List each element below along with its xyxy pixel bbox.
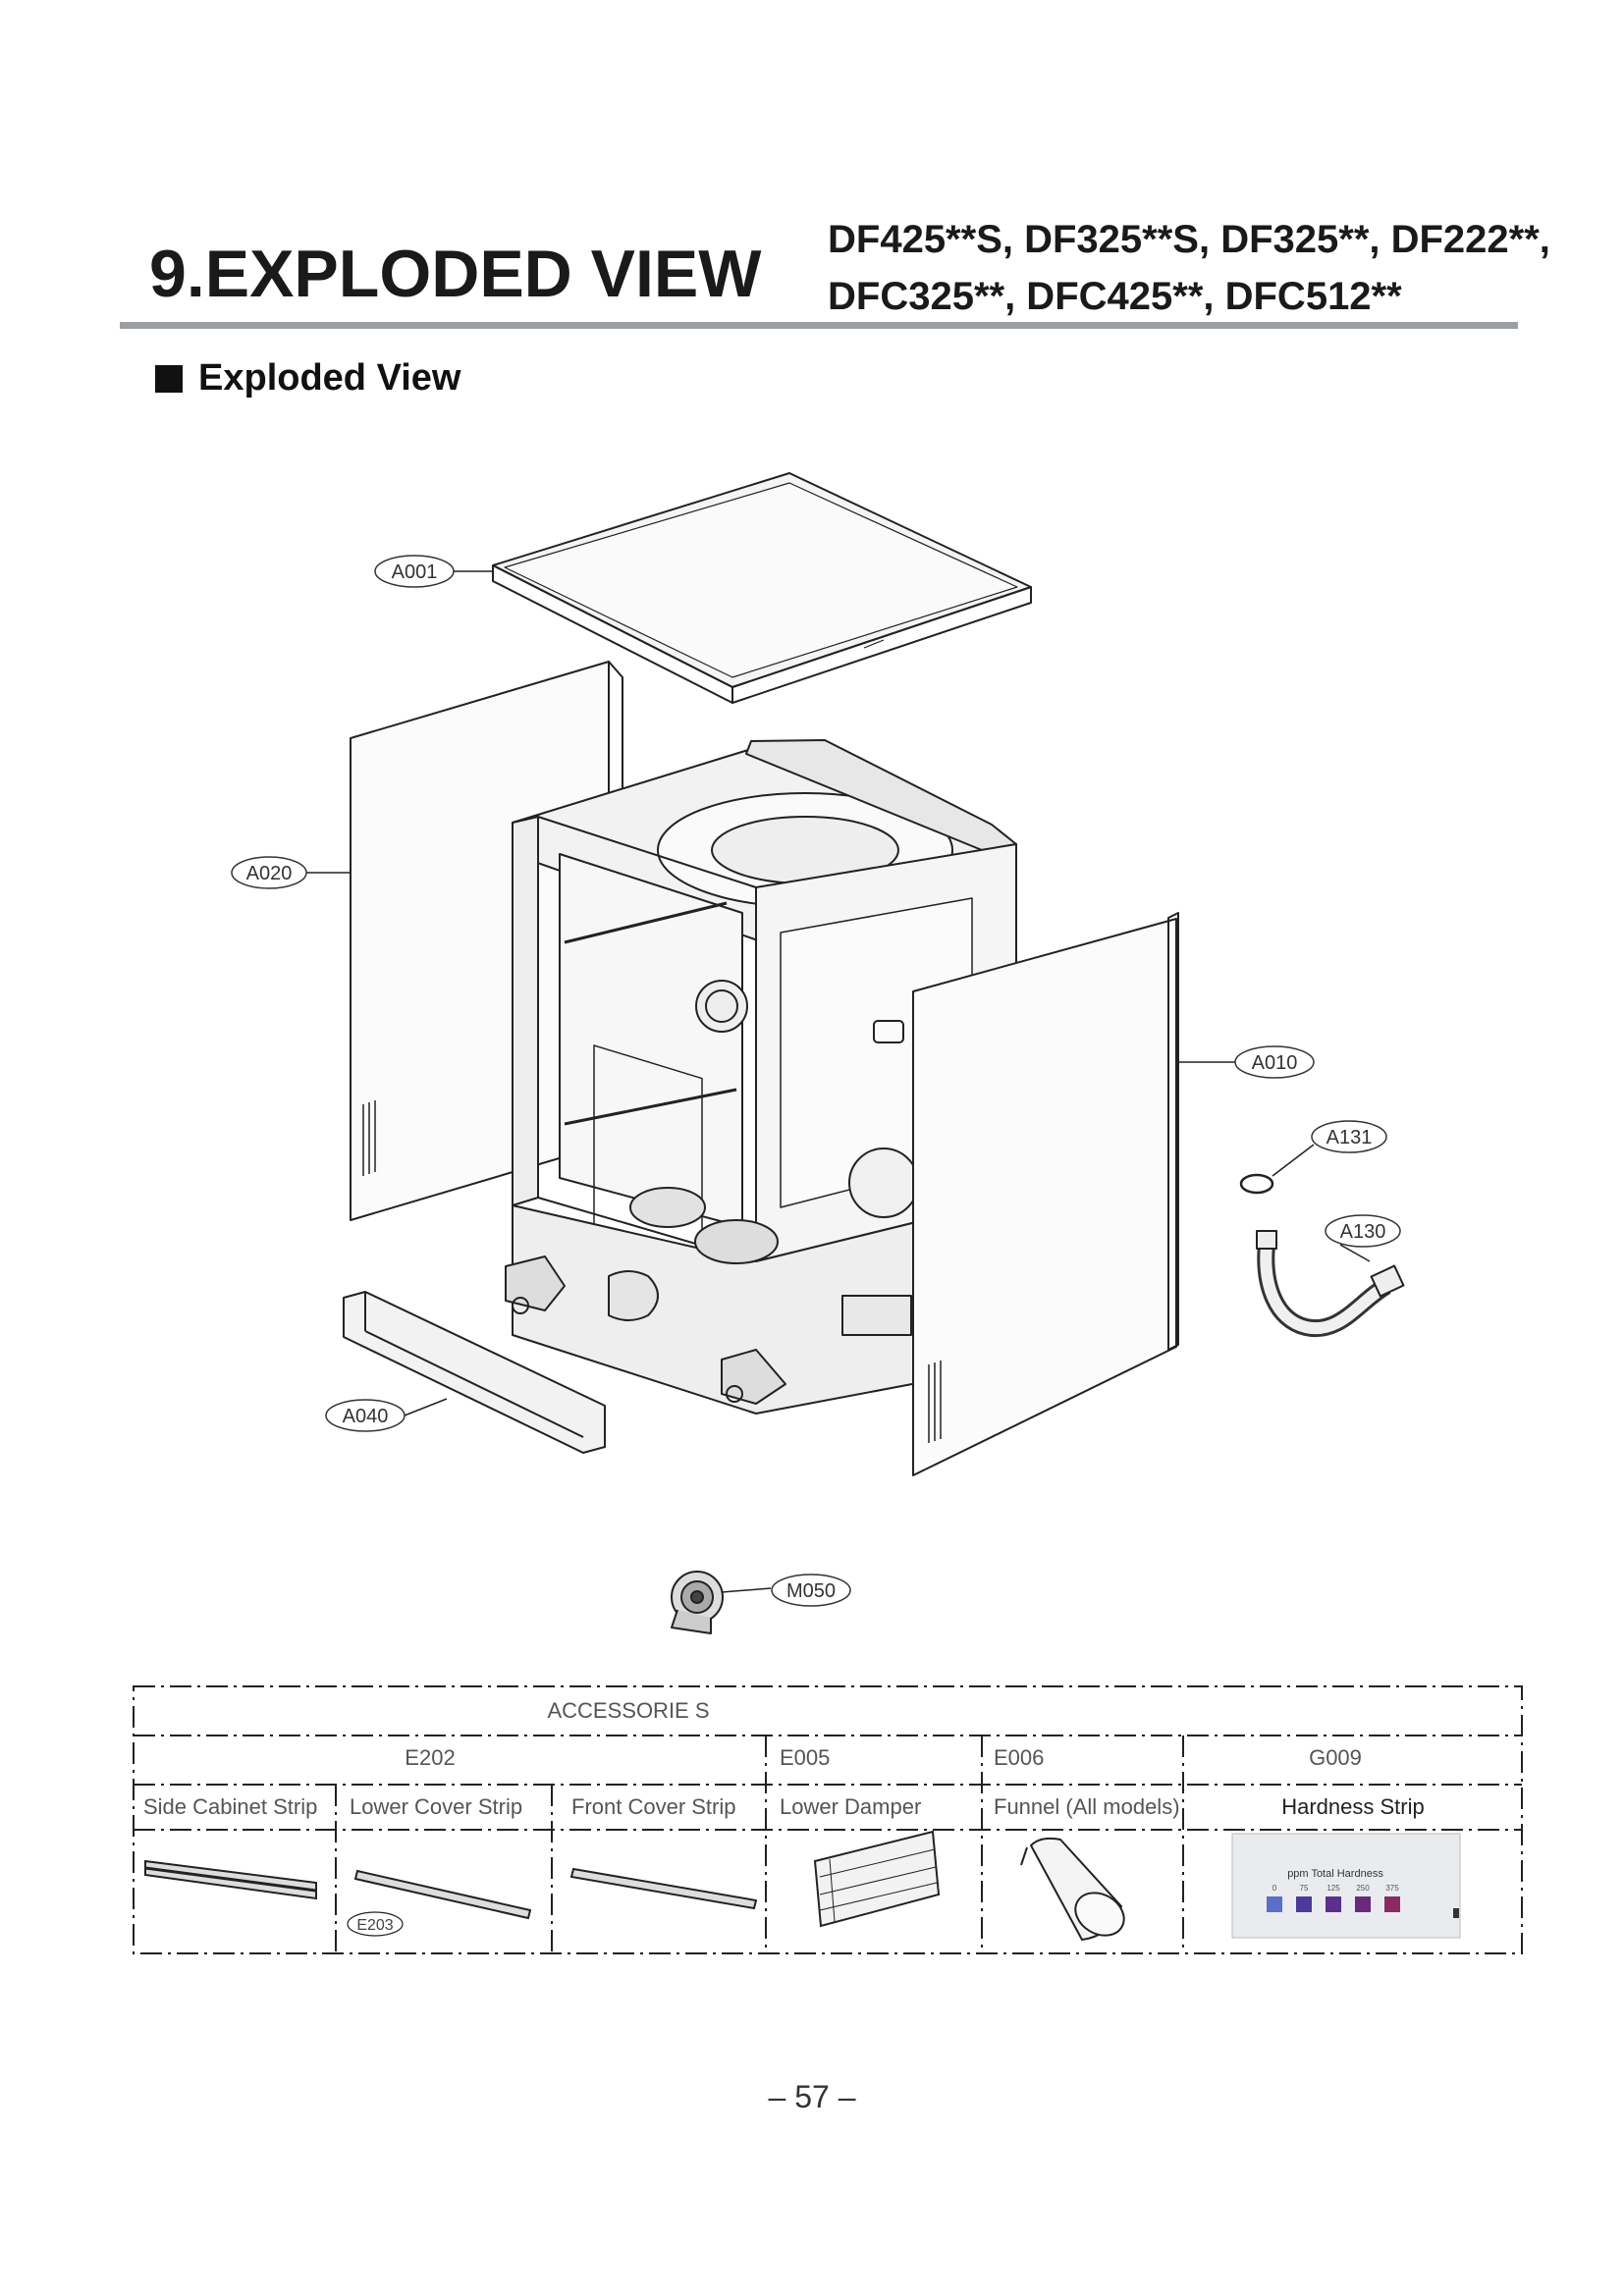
- callout-m050: M050: [771, 1574, 851, 1607]
- hardness-scale-label: 75: [1300, 1884, 1309, 1893]
- hardness-card-title: ppm Total Hardness: [1287, 1868, 1383, 1880]
- hardness-swatch: [1296, 1896, 1312, 1912]
- model-list-line-2: DFC325**, DFC425**, DFC512**: [828, 275, 1402, 318]
- callout-a001: A001: [374, 555, 455, 588]
- callout-a130-label: A130: [1340, 1221, 1386, 1243]
- callout-a130: A130: [1325, 1214, 1401, 1248]
- accessory-images: [144, 1830, 1125, 1942]
- item-funnel: Funnel (All models): [994, 1794, 1180, 1819]
- hardness-scale-label: 375: [1385, 1884, 1399, 1893]
- section-heading: Exploded View: [198, 357, 461, 399]
- callout-a010-label: A010: [1252, 1052, 1298, 1074]
- page-title: 9.EXPLODED VIEW: [149, 237, 762, 311]
- callout-m050-label: M050: [786, 1580, 836, 1602]
- model-list-line-1: DF425**S, DF325**S, DF325**, DF222**,: [828, 218, 1550, 261]
- hardness-card-image: ppm Total Hardness 0 75 125 250 375: [1231, 1833, 1461, 1939]
- model-list: DF425**S, DF325**S, DF325**, DF222**, DF…: [828, 211, 1550, 325]
- tub-assembly-part: [505, 739, 1017, 1415]
- item-lower-cover-strip: Lower Cover Strip: [350, 1794, 522, 1819]
- accessories-table: [133, 1685, 1523, 1954]
- callout-a020-label: A020: [246, 863, 293, 884]
- accessories-title: ACCESSORIE S: [547, 1698, 709, 1723]
- accessories-text: ACCESSORIE S E202 E005 E006 G009 Side Ca…: [143, 1698, 1425, 1819]
- callout-a131-label: A131: [1326, 1127, 1373, 1148]
- lower-damper-image: [813, 1830, 941, 1928]
- front-cover-strip-image: [569, 1867, 758, 1910]
- callout-a040: A040: [325, 1399, 406, 1432]
- hardness-swatch: [1384, 1896, 1400, 1912]
- callout-a131: A131: [1311, 1120, 1387, 1153]
- callout-a020: A020: [231, 856, 307, 889]
- callout-a040-label: A040: [343, 1406, 389, 1427]
- item-hardness-strip: Hardness Strip: [1281, 1794, 1425, 1819]
- gasket-part: [1239, 1173, 1274, 1195]
- hardness-scale-label: 125: [1326, 1884, 1340, 1893]
- header-rule: [120, 322, 1518, 329]
- section-bullet-icon: [155, 365, 183, 393]
- code-e203: E203: [356, 1917, 393, 1934]
- side-cabinet-strip-image: [144, 1859, 317, 1900]
- code-e005: E005: [780, 1745, 830, 1770]
- top-plate-part: [492, 472, 1032, 704]
- hardness-swatch: [1267, 1896, 1282, 1912]
- callout-a010: A010: [1234, 1045, 1315, 1079]
- funnel-image: [1020, 1837, 1125, 1942]
- drain-hose-part: [1256, 1230, 1405, 1338]
- hardness-scale-label: 0: [1272, 1884, 1277, 1893]
- item-lower-damper: Lower Damper: [780, 1794, 921, 1819]
- hardness-swatch: [1326, 1896, 1341, 1912]
- code-g009: G009: [1309, 1745, 1362, 1770]
- leader-lines: [306, 570, 1371, 1593]
- hardness-swatches: 0 75 125 250 375: [1267, 1884, 1400, 1912]
- left-side-panel-part: [350, 661, 623, 1221]
- callout-a001-label: A001: [392, 561, 438, 583]
- right-side-panel-part: [912, 912, 1179, 1476]
- item-front-cover-strip: Front Cover Strip: [571, 1794, 736, 1819]
- item-side-cabinet-strip: Side Cabinet Strip: [143, 1794, 317, 1819]
- hardness-swatch: [1355, 1896, 1371, 1912]
- page-number: – 57 –: [768, 2079, 856, 2114]
- e203-callout: [347, 1911, 404, 1937]
- hardness-scale-label: 250: [1356, 1884, 1370, 1893]
- drain-pump-part: [671, 1571, 724, 1634]
- lower-cover-strip-image: [353, 1869, 532, 1920]
- code-e006: E006: [994, 1745, 1044, 1770]
- code-e202: E202: [405, 1745, 455, 1770]
